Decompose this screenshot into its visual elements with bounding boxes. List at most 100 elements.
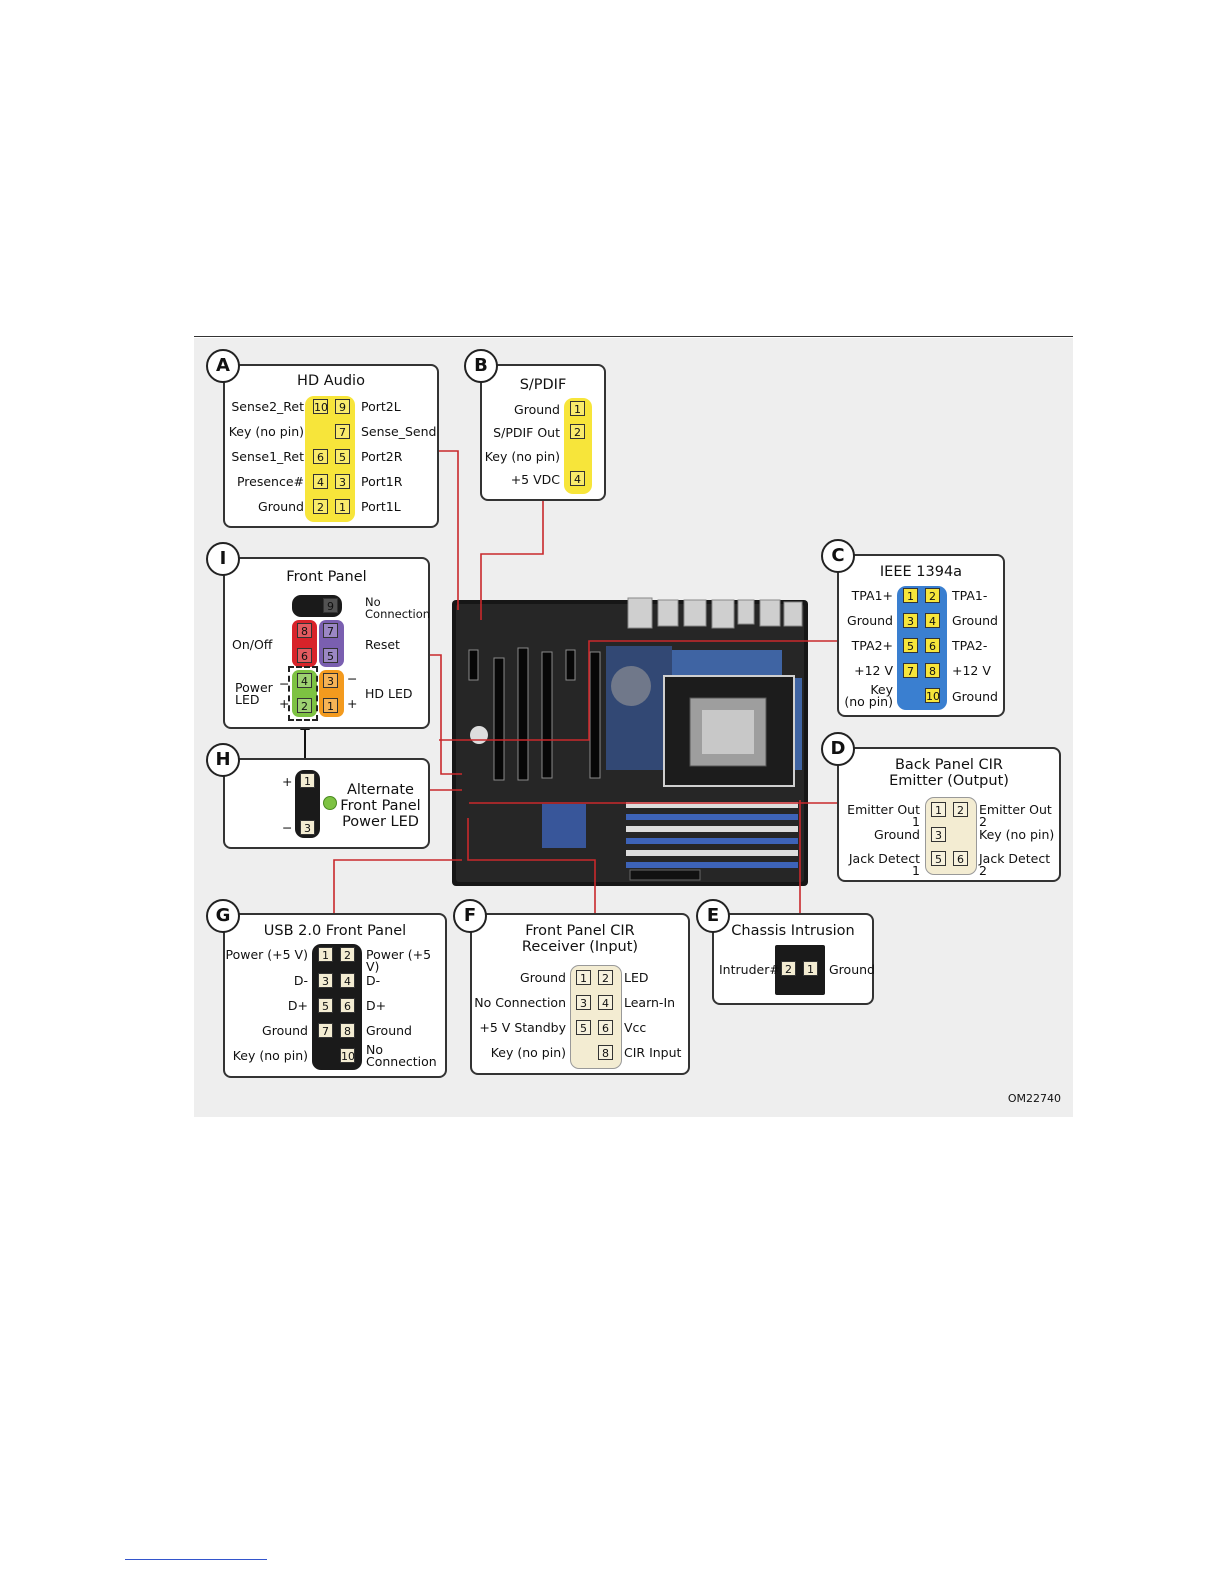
pin-label: Ground <box>952 613 998 628</box>
pin: 6 <box>953 851 968 866</box>
pin: 2 <box>953 802 968 817</box>
pin-label: Ground <box>258 499 304 514</box>
pin: 4 <box>925 613 940 628</box>
pin-label: D+ <box>366 998 387 1013</box>
pin-label: +12 V <box>854 663 893 678</box>
callout-i: I <box>206 542 240 576</box>
pin-label: Key (no pin) <box>228 424 304 439</box>
pin: 1 <box>323 698 338 713</box>
pin-label: Sense_Send <box>361 424 437 439</box>
pin: 2 <box>340 947 355 962</box>
callout-f: F <box>453 899 487 933</box>
reset-label: Reset <box>365 637 400 652</box>
panel-title: Back Panel CIR Emitter (Output) <box>889 757 1009 789</box>
footnote-rule <box>125 1559 267 1560</box>
pin: 5 <box>335 449 350 464</box>
pin-label: No Connection <box>366 1042 437 1069</box>
chipset-heatsink <box>606 646 672 770</box>
pin-label: +5 V Standby <box>479 1020 566 1035</box>
panel-title: IEEE 1394a <box>879 564 963 580</box>
pin-label: Key (no pin) <box>232 1048 308 1063</box>
pin-label: Port2L <box>361 399 401 414</box>
alt-led-plus: + <box>282 774 293 789</box>
callout-d: D <box>821 732 855 766</box>
pin: 10 <box>340 1048 355 1063</box>
pin: 1 <box>570 401 585 416</box>
skull-emblem <box>611 666 651 706</box>
pin-label: Sense2_Ret <box>231 399 304 414</box>
pin-label: Key (no pin) <box>979 827 1055 842</box>
pin-label: Power (+5 V) <box>366 947 432 974</box>
pin: 5 <box>323 648 338 663</box>
pin: 3 <box>903 613 918 628</box>
pin-label: Ground <box>952 689 998 704</box>
pin-label: Learn-In <box>624 995 676 1010</box>
pin: 10 <box>925 688 940 703</box>
callout-h: H <box>206 743 240 777</box>
pin: 7 <box>903 663 918 678</box>
pin: 1 <box>931 802 946 817</box>
fp-row-9 <box>292 595 342 617</box>
pin: 2 <box>781 961 796 976</box>
motherboard-illustration <box>452 597 808 886</box>
pin: 10 <box>313 399 328 414</box>
pin: 7 <box>323 623 338 638</box>
pin-label: Emitter Out 1 <box>847 802 920 829</box>
panel-title: Alternate Front Panel Power LED <box>340 782 421 830</box>
rear-io-ports <box>627 597 803 629</box>
pin-label: S/PDIF Out <box>493 425 560 440</box>
pin: 1 <box>576 970 591 985</box>
pin: 3 <box>931 827 946 842</box>
pin: 6 <box>598 1020 613 1035</box>
pin-label: Ground <box>262 1023 308 1038</box>
pin-label: D- <box>293 973 308 988</box>
hd-led-label: HD LED <box>365 686 413 701</box>
pin-label: D+ <box>287 998 308 1013</box>
callout-g: G <box>206 899 240 933</box>
pin: 5 <box>903 638 918 653</box>
pin-label: Power (+5 V) <box>225 947 308 962</box>
pin-label: +5 VDC <box>510 472 560 487</box>
dimm-slots <box>626 802 798 868</box>
pin: 8 <box>340 1023 355 1038</box>
onoff-label: On/Off <box>232 637 273 652</box>
panel-title: Front Panel CIR Receiver (Input) <box>521 923 639 955</box>
pin: 5 <box>931 851 946 866</box>
pin-label: Key (no pin) <box>484 449 560 464</box>
pin-label: D- <box>366 973 381 988</box>
pin-label: CIR Input <box>624 1045 682 1060</box>
pin-label: Jack Detect 2 <box>979 851 1051 878</box>
panel-alt-power-led: 1 3 + − Alternate Front Panel Power LED <box>223 758 430 849</box>
pin: 6 <box>340 998 355 1013</box>
top-rule <box>194 336 1073 337</box>
pin-label: TPA2- <box>952 638 988 653</box>
pin: 7 <box>335 424 350 439</box>
leader-lines <box>333 450 837 915</box>
pin: 2 <box>313 499 328 514</box>
pin-label: Key (no pin) <box>844 682 893 709</box>
alt-led-minus: − <box>282 820 293 835</box>
pin-label: Sense1_Ret <box>231 449 304 464</box>
panel-back-panel-cir: Back Panel CIR Emitter (Output) Emitter … <box>837 747 1061 882</box>
pin: 3 <box>300 820 315 835</box>
pin-label: Ground <box>829 962 875 977</box>
pin: 2 <box>297 698 312 713</box>
pin-label: No Connection <box>474 995 566 1010</box>
pin: 9 <box>323 598 338 613</box>
callout-c: C <box>821 539 855 573</box>
pin-label: Emitter Out 2 <box>979 802 1052 829</box>
panel-title: S/PDIF <box>519 377 567 393</box>
power-led-label: Power LED <box>235 680 273 707</box>
pin-label: LED <box>624 970 649 985</box>
pin: 3 <box>323 673 338 688</box>
led-icon <box>323 796 337 810</box>
pin-label: TPA1+ <box>851 588 893 603</box>
pin-label: Presence# <box>236 474 304 489</box>
pin: 3 <box>335 474 350 489</box>
pin: 8 <box>297 623 312 638</box>
pin: 4 <box>340 973 355 988</box>
pin-label: Port1R <box>361 474 403 489</box>
atx-power-connector <box>629 869 701 881</box>
pin: 1 <box>300 773 315 788</box>
pin: 6 <box>313 449 328 464</box>
